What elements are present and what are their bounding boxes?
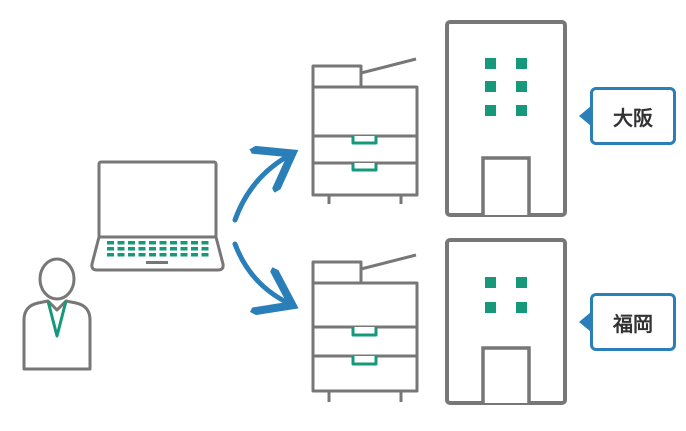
- keyboard-key: [180, 247, 188, 251]
- keyboard-key: [180, 253, 188, 257]
- keyboard-key: [170, 241, 177, 245]
- keyboard-key: [128, 253, 135, 257]
- keyboard-key: [138, 241, 146, 245]
- arrow-to-osaka: [232, 156, 288, 223]
- keyboard-key: [191, 241, 198, 245]
- keyboard-key: [170, 253, 177, 257]
- keyboard-key: [117, 241, 125, 245]
- keyboard-key: [159, 241, 167, 245]
- keyboard-key: [107, 253, 114, 257]
- keyboard-key: [191, 253, 198, 257]
- keyboard-key: [159, 253, 167, 257]
- keyboard-key: [107, 241, 114, 245]
- keyboard-key: [128, 247, 135, 251]
- keyboard-key: [138, 247, 146, 251]
- office-building-icon: [445, 20, 567, 217]
- keyboard-key: [170, 247, 177, 251]
- office-building-icon: [445, 238, 567, 405]
- multifunction-printer-icon: [311, 253, 419, 402]
- laptop-keyboard: [107, 241, 209, 257]
- laptop-icon: [90, 160, 225, 272]
- keyboard-key: [128, 241, 135, 245]
- keyboard-key: [149, 247, 156, 251]
- multifunction-printer-icon: [311, 57, 419, 204]
- person-icon: [22, 257, 92, 371]
- location-label-fukuoka: 福岡: [579, 293, 676, 351]
- location-label-osaka: 大阪: [579, 87, 676, 145]
- location-label-text: 大阪: [613, 105, 653, 130]
- keyboard-key: [117, 247, 125, 251]
- keyboard-key: [149, 241, 156, 245]
- keyboard-key: [149, 253, 156, 257]
- keyboard-key: [180, 241, 188, 245]
- keyboard-key: [201, 241, 209, 245]
- keyboard-key: [107, 247, 114, 251]
- location-label-text: 福岡: [613, 311, 653, 336]
- keyboard-key: [191, 247, 198, 251]
- keyboard-key: [159, 247, 167, 251]
- arrow-to-fukuoka: [232, 241, 288, 303]
- keyboard-key: [117, 253, 125, 257]
- keyboard-key: [201, 253, 209, 257]
- keyboard-key: [138, 253, 146, 257]
- keyboard-key: [201, 247, 209, 251]
